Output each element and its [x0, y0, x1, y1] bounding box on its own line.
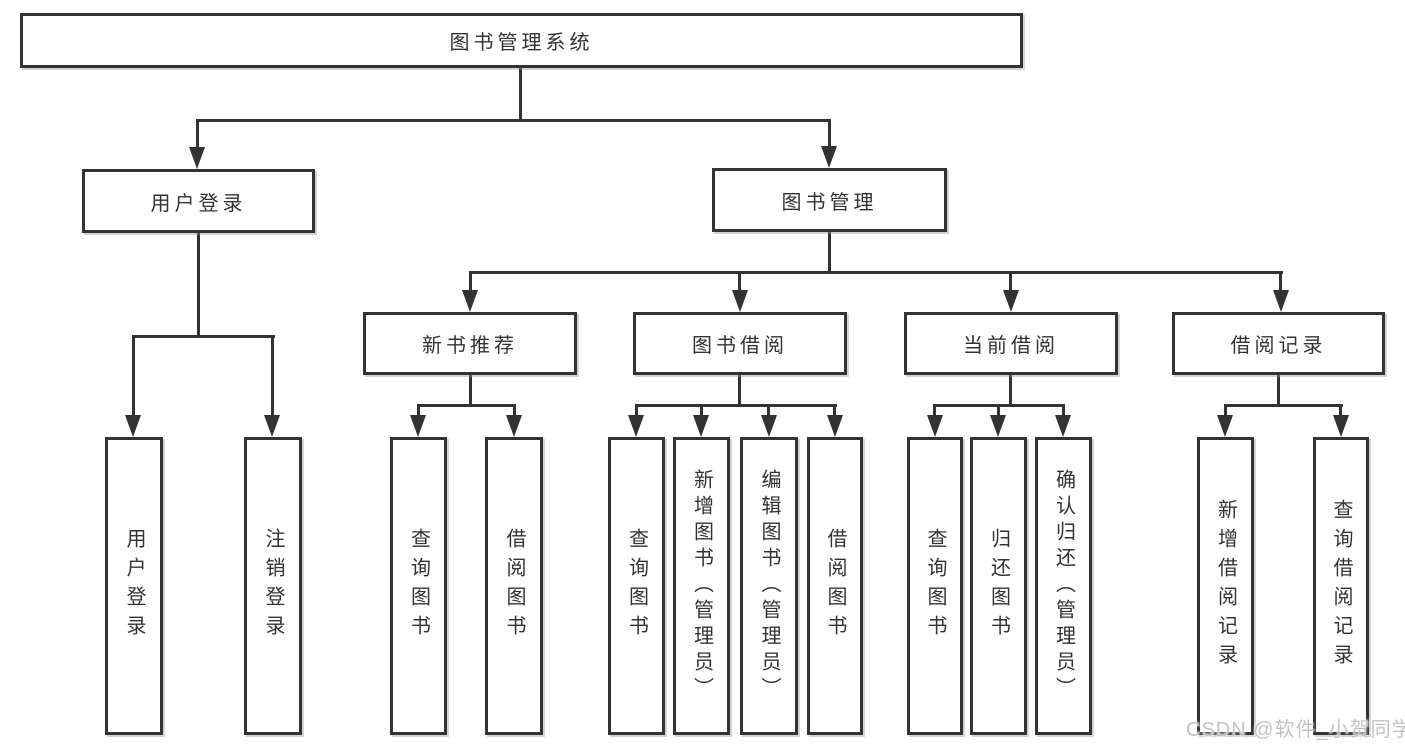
arrowhead-down-icon: [189, 147, 205, 169]
connector-book-management-split: [469, 271, 1283, 274]
leaf-query-books-borrow-label: 查询图书: [625, 528, 648, 644]
leaf-borrow-books-recommend: 借阅图书: [485, 437, 543, 735]
leaf-query-books-borrow: 查询图书: [608, 437, 665, 735]
arrowhead-down-icon: [1055, 415, 1071, 437]
connector-drop-leaf: [1224, 404, 1227, 418]
connector-current-stem: [1009, 375, 1012, 407]
connector-drop-leaf: [417, 404, 420, 418]
node-current-borrow-label: 当前借阅: [963, 335, 1059, 357]
node-root-system: 图书管理系统: [20, 13, 1023, 68]
arrowhead-down-icon: [1333, 415, 1349, 437]
leaf-query-borrow-record: 查询借阅记录: [1313, 437, 1369, 735]
connector-drop-leaf: [1339, 404, 1342, 418]
connector-drop-leaf: [767, 404, 770, 418]
node-new-book-recommend: 新书推荐: [363, 312, 577, 375]
arrowhead-down-icon: [628, 415, 644, 437]
csdn-watermark: CSDN @软件_小贺同学: [1186, 719, 1405, 741]
leaf-logout: 注销登录: [244, 437, 302, 735]
connector-root-stem: [519, 68, 522, 122]
arrowhead-down-icon: [693, 415, 709, 437]
leaf-borrow-books: 借阅图书: [807, 437, 863, 735]
arrowhead-down-icon: [1003, 290, 1019, 312]
arrowhead-down-icon: [821, 146, 837, 168]
connector-user-login-split: [132, 335, 275, 338]
leaf-confirm-return-admin: 确认归还（管理员）: [1035, 437, 1092, 735]
node-new-book-recommend-label: 新书推荐: [422, 335, 518, 357]
arrowhead-down-icon: [410, 415, 426, 437]
connector-book-management-stem: [828, 232, 831, 274]
node-book-borrow-label: 图书借阅: [692, 335, 788, 357]
node-current-borrow: 当前借阅: [904, 312, 1118, 375]
node-book-borrow: 图书借阅: [633, 312, 847, 375]
arrowhead-down-icon: [506, 415, 522, 437]
connector-drop-level3: [469, 271, 472, 293]
leaf-user-login: 用户登录: [105, 437, 163, 735]
connector-drop-leaf: [635, 404, 638, 418]
connector-drop-leaf: [833, 404, 836, 418]
leaf-edit-books-admin-label: 编辑图书（管理员）: [758, 469, 780, 703]
node-book-management-label: 图书管理: [781, 191, 878, 214]
arrowhead-down-icon: [125, 415, 141, 437]
leaf-borrow-books-recommend-label: 借阅图书: [503, 528, 525, 644]
leaf-query-books-current-label: 查询图书: [924, 528, 946, 644]
arrowhead-down-icon: [1273, 290, 1289, 312]
connector-drop-leaf: [700, 404, 703, 418]
connector-drop-level3: [1009, 271, 1012, 293]
arrowhead-down-icon: [732, 290, 748, 312]
arrowhead-down-icon: [761, 415, 777, 437]
leaf-return-books-label: 归还图书: [987, 528, 1010, 644]
leaf-confirm-return-admin-label: 确认归还（管理员）: [1052, 469, 1075, 703]
connector-drop-leaf: [132, 335, 135, 417]
connector-borrow-split: [635, 404, 837, 407]
leaf-edit-books-admin: 编辑图书（管理员）: [740, 437, 798, 735]
connector-records-split: [1224, 404, 1343, 407]
leaf-return-books: 归还图书: [970, 437, 1027, 735]
node-borrow-records: 借阅记录: [1172, 312, 1385, 375]
connector-drop-level3: [1279, 271, 1282, 293]
leaf-add-books-admin-label: 新增图书（管理员）: [690, 469, 713, 703]
arrowhead-down-icon: [927, 415, 943, 437]
connector-drop-leaf: [997, 404, 1000, 418]
connector-drop-user-login: [196, 119, 199, 149]
leaf-query-books-recommend-label: 查询图书: [407, 528, 430, 644]
connector-drop-leaf: [1062, 404, 1065, 418]
arrowhead-down-icon: [462, 290, 478, 312]
leaf-query-borrow-record-label: 查询借阅记录: [1330, 499, 1352, 673]
node-user-login-label: 用户登录: [150, 192, 247, 215]
leaf-borrow-books-label: 借阅图书: [824, 528, 846, 644]
node-user-login: 用户登录: [82, 169, 315, 233]
connector-drop-book-management: [828, 119, 831, 148]
node-root-label: 图书管理系统: [449, 32, 594, 54]
connector-drop-leaf: [513, 404, 516, 418]
node-book-management: 图书管理: [712, 168, 947, 232]
connector-drop-leaf: [271, 335, 274, 417]
connector-records-stem: [1277, 375, 1280, 407]
connector-drop-leaf: [933, 404, 936, 418]
leaf-query-books-current: 查询图书: [907, 437, 963, 735]
leaf-add-borrow-record-label: 新增借阅记录: [1214, 499, 1237, 673]
arrowhead-down-icon: [990, 415, 1006, 437]
connector-recommend-stem: [469, 375, 472, 407]
leaf-add-books-admin: 新增图书（管理员）: [673, 437, 730, 735]
connector-borrow-stem: [738, 375, 741, 407]
leaf-add-borrow-record: 新增借阅记录: [1197, 437, 1254, 735]
connector-drop-level3: [738, 271, 741, 293]
node-borrow-records-label: 借阅记录: [1230, 335, 1327, 357]
connector-recommend-split: [417, 404, 516, 407]
arrowhead-down-icon: [264, 415, 280, 437]
leaf-user-login-label: 用户登录: [123, 528, 145, 644]
connector-root-split: [196, 119, 831, 122]
arrowhead-down-icon: [1217, 415, 1233, 437]
connector-user-login-stem: [197, 233, 200, 338]
leaf-logout-label: 注销登录: [262, 528, 284, 644]
leaf-query-books-recommend: 查询图书: [390, 437, 447, 735]
arrowhead-down-icon: [827, 415, 843, 437]
